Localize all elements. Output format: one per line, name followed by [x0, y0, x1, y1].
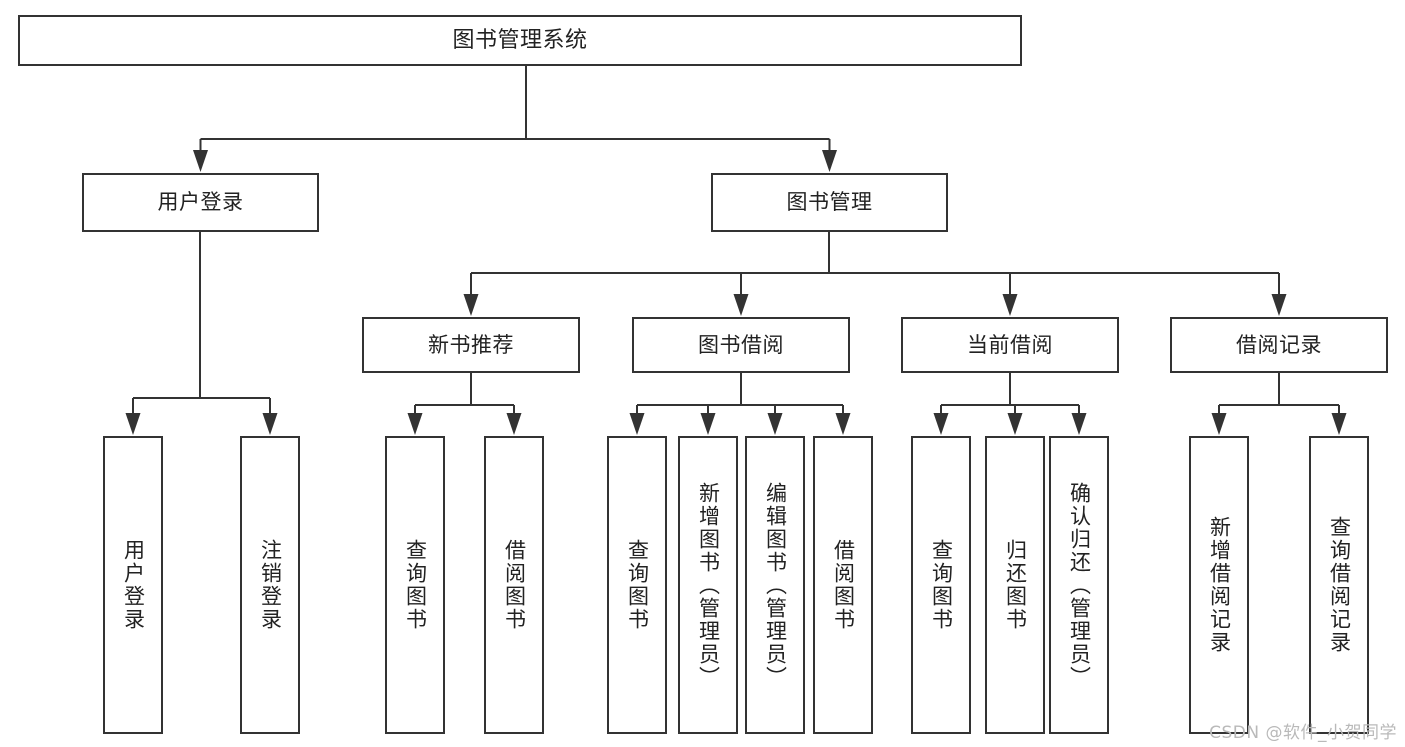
node-leaf_add_book[interactable]: 新增图书（管理员） [678, 436, 738, 734]
node-label: 图书管理系统 [452, 27, 588, 53]
node-label: 查询图书 [929, 539, 954, 631]
node-label: 注销登录 [258, 539, 283, 631]
node-label: 查询图书 [403, 539, 428, 631]
node-label: 编辑图书（管理员） [763, 481, 788, 689]
node-label: 借阅记录 [1236, 332, 1322, 357]
node-leaf_query_book_3[interactable]: 查询图书 [911, 436, 971, 734]
node-leaf_query_book_2[interactable]: 查询图书 [607, 436, 667, 734]
node-leaf_user_login[interactable]: 用户登录 [103, 436, 163, 734]
node-label: 新增借阅记录 [1207, 516, 1232, 654]
node-leaf_add_record[interactable]: 新增借阅记录 [1189, 436, 1249, 734]
node-user_login[interactable]: 用户登录 [82, 173, 319, 232]
node-label: 图书借阅 [698, 332, 784, 357]
node-leaf_return_book[interactable]: 归还图书 [985, 436, 1045, 734]
node-label: 查询借阅记录 [1327, 516, 1352, 654]
node-root[interactable]: 图书管理系统 [18, 15, 1022, 66]
node-label: 借阅图书 [831, 539, 856, 631]
node-leaf_borrow_book_1[interactable]: 借阅图书 [484, 436, 544, 734]
node-label: 用户登录 [121, 539, 146, 631]
node-leaf_logout[interactable]: 注销登录 [240, 436, 300, 734]
node-leaf_edit_book[interactable]: 编辑图书（管理员） [745, 436, 805, 734]
node-new_book_rec[interactable]: 新书推荐 [362, 317, 580, 373]
node-current_borrow[interactable]: 当前借阅 [901, 317, 1119, 373]
node-leaf_borrow_book_2[interactable]: 借阅图书 [813, 436, 873, 734]
csdn-watermark: CSDN @软件_小贺同学 [1209, 723, 1397, 743]
node-label: 当前借阅 [967, 332, 1053, 357]
node-leaf_query_book_1[interactable]: 查询图书 [385, 436, 445, 734]
node-label: 查询图书 [625, 539, 650, 631]
node-label: 用户登录 [157, 190, 244, 215]
node-label: 图书管理 [786, 190, 873, 215]
node-label: 归还图书 [1003, 539, 1028, 631]
node-label: 新书推荐 [428, 332, 514, 357]
node-leaf_query_record[interactable]: 查询借阅记录 [1309, 436, 1369, 734]
node-borrow_record[interactable]: 借阅记录 [1170, 317, 1388, 373]
node-book_borrow[interactable]: 图书借阅 [632, 317, 850, 373]
node-leaf_confirm_return[interactable]: 确认归还（管理员） [1049, 436, 1109, 734]
node-label: 确认归还（管理员） [1067, 481, 1092, 689]
node-label: 新增图书（管理员） [696, 481, 721, 689]
node-label: 借阅图书 [502, 539, 527, 631]
node-book_manage[interactable]: 图书管理 [711, 173, 948, 232]
